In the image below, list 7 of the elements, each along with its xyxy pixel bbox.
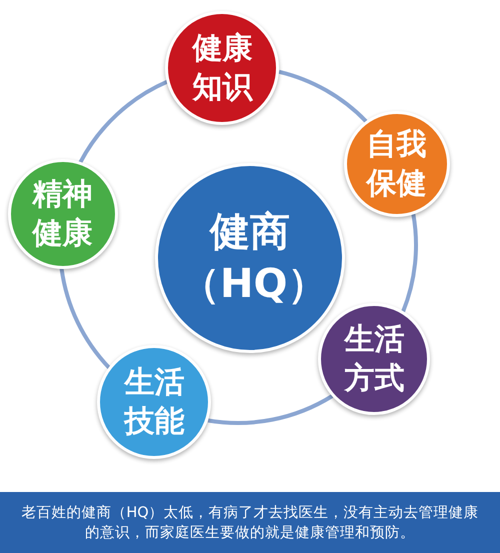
ring-arc	[78, 80, 168, 164]
ring-arc	[208, 394, 334, 425]
ring-arc	[401, 214, 418, 312]
caption-band: 老百姓的健商（HQ）太低，有病了才去找医生，没有主动去管理健康的意识，而家庭医生要做的就是健康管理和预防。	[0, 492, 500, 553]
center-circle: 健商（HQ）	[155, 163, 345, 353]
ring-arc	[278, 70, 368, 123]
ring-arc	[60, 268, 111, 370]
